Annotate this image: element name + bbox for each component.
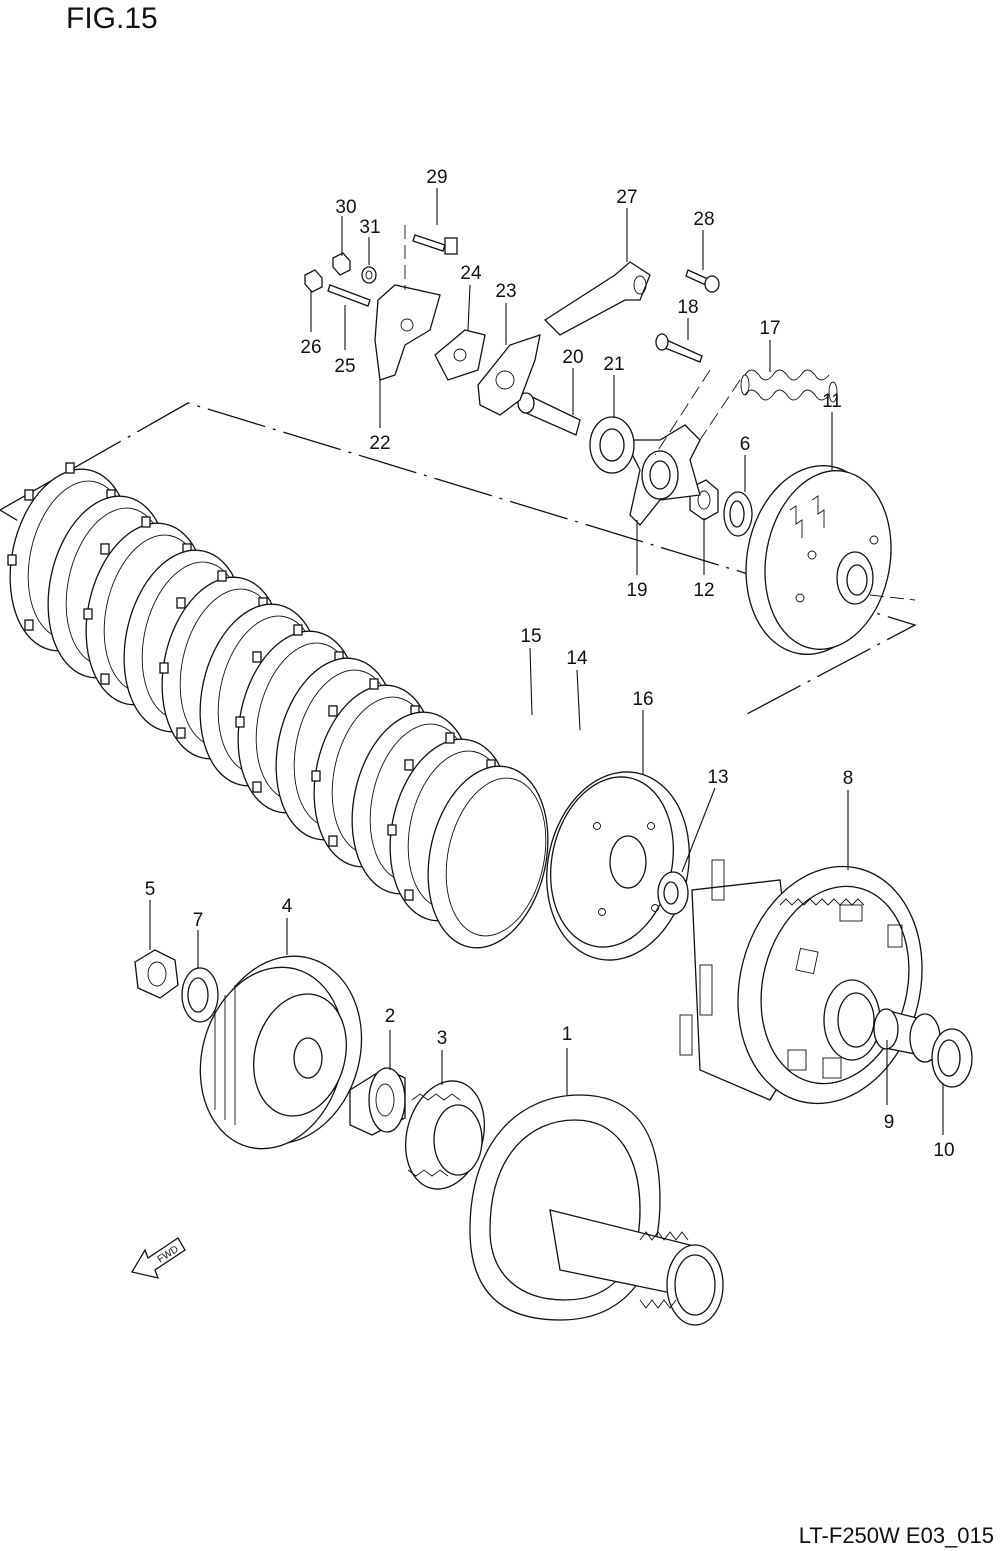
plate-tab <box>328 705 338 717</box>
bracket-part-22 <box>374 284 441 381</box>
callout-18: 18 <box>677 297 698 318</box>
callout-27: 27 <box>616 187 637 208</box>
callout-6: 6 <box>740 434 751 455</box>
plate-tab <box>176 597 186 609</box>
plate-tab <box>176 727 186 739</box>
nut-part-5 <box>134 949 179 999</box>
callout-1: 1 <box>562 1024 573 1045</box>
clutch-cage-part-3 <box>404 1080 486 1190</box>
callout-28: 28 <box>693 209 714 230</box>
callout-23: 23 <box>495 281 516 302</box>
plate-tab <box>404 889 414 901</box>
plate-tab <box>24 619 34 631</box>
callout-14: 14 <box>566 648 588 669</box>
callout-30: 30 <box>335 197 356 218</box>
figure-title: FIG.15 <box>66 2 158 35</box>
spring-part-17 <box>740 369 838 403</box>
plate-tab <box>65 462 75 474</box>
callout-8: 8 <box>843 768 854 789</box>
plate-tab <box>404 759 414 771</box>
callout-leaders <box>149 188 944 1135</box>
release-pin-part-20 <box>517 392 581 436</box>
release-arm-part-27 <box>543 261 651 336</box>
callout-31: 31 <box>359 217 380 238</box>
release-cam-part-23 <box>477 334 541 416</box>
plate-tab <box>387 824 397 836</box>
callout-15: 15 <box>520 626 541 647</box>
washer-part-13 <box>657 871 689 915</box>
stud-part-25 <box>327 284 371 307</box>
assembly-dash-lines <box>404 225 916 601</box>
plate-tab <box>369 678 379 690</box>
plate-tab <box>100 543 110 555</box>
clutch-hub-part-11 <box>745 465 892 655</box>
callout-20: 20 <box>562 347 583 368</box>
callout-24: 24 <box>460 263 482 284</box>
plate-tab <box>252 651 262 663</box>
callout-29: 29 <box>426 167 447 188</box>
callout-13: 13 <box>707 767 728 788</box>
callout-5: 5 <box>145 879 156 900</box>
washer-part-7 <box>181 967 219 1023</box>
plate-tab <box>7 554 17 566</box>
callout-11: 11 <box>822 391 842 412</box>
plate-tab <box>252 781 262 793</box>
plate-tab <box>24 489 34 501</box>
centrifugal-clutch-part-4 <box>199 955 363 1150</box>
plate-tab <box>293 624 303 636</box>
callout-21: 21 <box>603 354 624 375</box>
callout-7: 7 <box>193 910 204 931</box>
callout-22: 22 <box>369 433 390 454</box>
plate-tab <box>141 516 151 528</box>
forward-arrow-icon: FWD <box>130 1237 186 1279</box>
callout-labels: 1 2 3 4 5 6 7 8 9 10 11 12 13 14 15 16 1… <box>145 167 955 1161</box>
gasket-part-24 <box>434 329 486 381</box>
clutch-housing-part-8 <box>679 859 923 1105</box>
figure-code: LT-F250W E03_015 <box>798 1523 994 1548</box>
washer-part-10 <box>931 1028 973 1088</box>
callout-25: 25 <box>334 356 355 377</box>
callout-17: 17 <box>759 318 780 339</box>
washer-part-6 <box>723 491 753 537</box>
callout-4: 4 <box>282 896 293 917</box>
callout-2: 2 <box>385 1006 396 1027</box>
bolt-part-28 <box>685 269 720 293</box>
plate-tab <box>235 716 245 728</box>
lifter-plate-part-19 <box>623 424 701 526</box>
bearing-part-21 <box>589 416 635 474</box>
nut-part-30 <box>332 252 351 276</box>
plate-tab <box>311 770 321 782</box>
callout-16: 16 <box>632 689 653 710</box>
clutch-plate <box>427 765 549 949</box>
callout-3: 3 <box>437 1028 448 1049</box>
clutch-plate-stack <box>7 462 549 949</box>
spacer-part-9 <box>873 1008 941 1063</box>
plate-tab <box>83 608 93 620</box>
bolt-part-18 <box>655 333 703 363</box>
plate-tab <box>217 570 227 582</box>
callout-19: 19 <box>626 580 647 601</box>
plate-tab <box>328 835 338 847</box>
bolt-part-29 <box>412 234 458 255</box>
nut-part-26 <box>304 269 323 293</box>
one-way-clutch-part-2 <box>349 1067 406 1136</box>
pressure-disc-part-16 <box>546 771 690 961</box>
plate-tab <box>159 662 169 674</box>
plate-tab <box>100 673 110 685</box>
callout-9: 9 <box>884 1112 895 1133</box>
plate-tab <box>445 732 455 744</box>
washer-part-31 <box>361 266 377 284</box>
callout-10: 10 <box>933 1140 954 1161</box>
callout-12: 12 <box>693 580 714 601</box>
clutch-drum-part-1 <box>469 1094 724 1326</box>
callout-26: 26 <box>300 337 321 358</box>
